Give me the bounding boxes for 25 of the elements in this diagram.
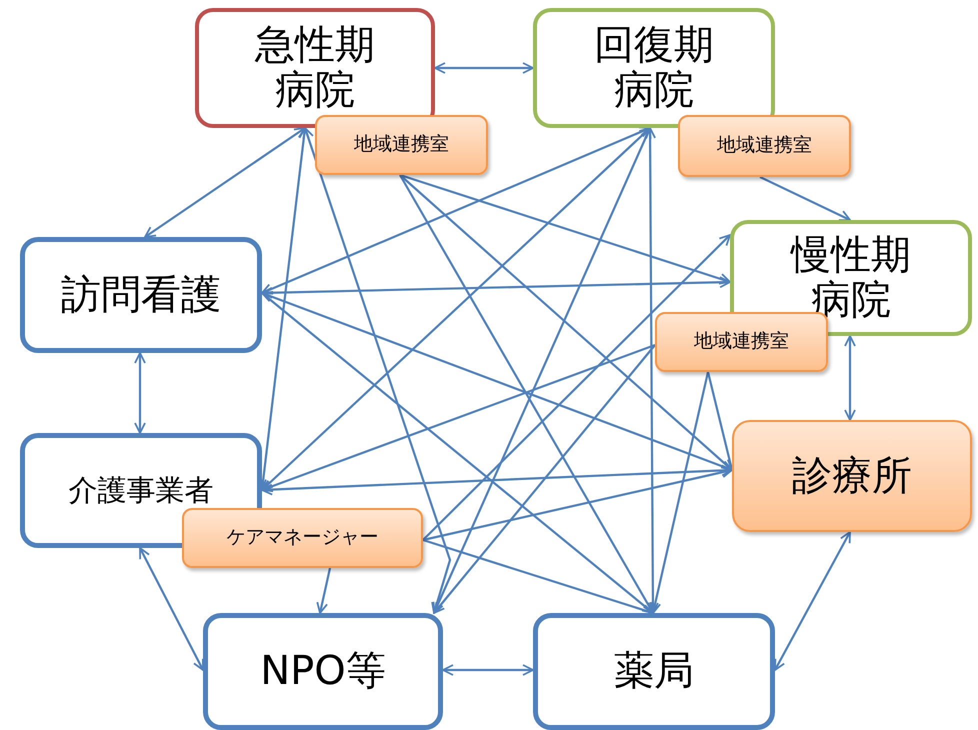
arrow — [134, 352, 146, 434]
arrow — [649, 372, 710, 614]
arrow — [760, 176, 851, 222]
arrow — [261, 127, 651, 491]
hospital-box: 回復期病院 — [533, 8, 775, 128]
arrow — [442, 664, 534, 676]
arrow — [302, 127, 452, 614]
arrow — [774, 531, 851, 671]
arrow — [422, 234, 731, 541]
service-box: NPO等 — [203, 613, 443, 730]
hospital-box: 急性期病院 — [195, 8, 435, 128]
service-box: 訪問看護 — [20, 237, 262, 353]
clinic-box: 診療所 — [732, 420, 972, 532]
office-tag: 地域連携室 — [315, 115, 488, 175]
pharmacy-box: 薬局 — [533, 613, 775, 730]
care-manager-tag: ケアマネージャー — [182, 508, 423, 568]
arrow — [144, 127, 306, 238]
arrow — [434, 62, 534, 74]
arrow — [844, 335, 856, 421]
arrow — [139, 547, 204, 671]
arrow — [316, 568, 332, 614]
arrow — [400, 174, 731, 285]
office-tag: 地域連携室 — [678, 115, 851, 177]
arrow — [422, 466, 733, 542]
arrow — [433, 344, 656, 614]
